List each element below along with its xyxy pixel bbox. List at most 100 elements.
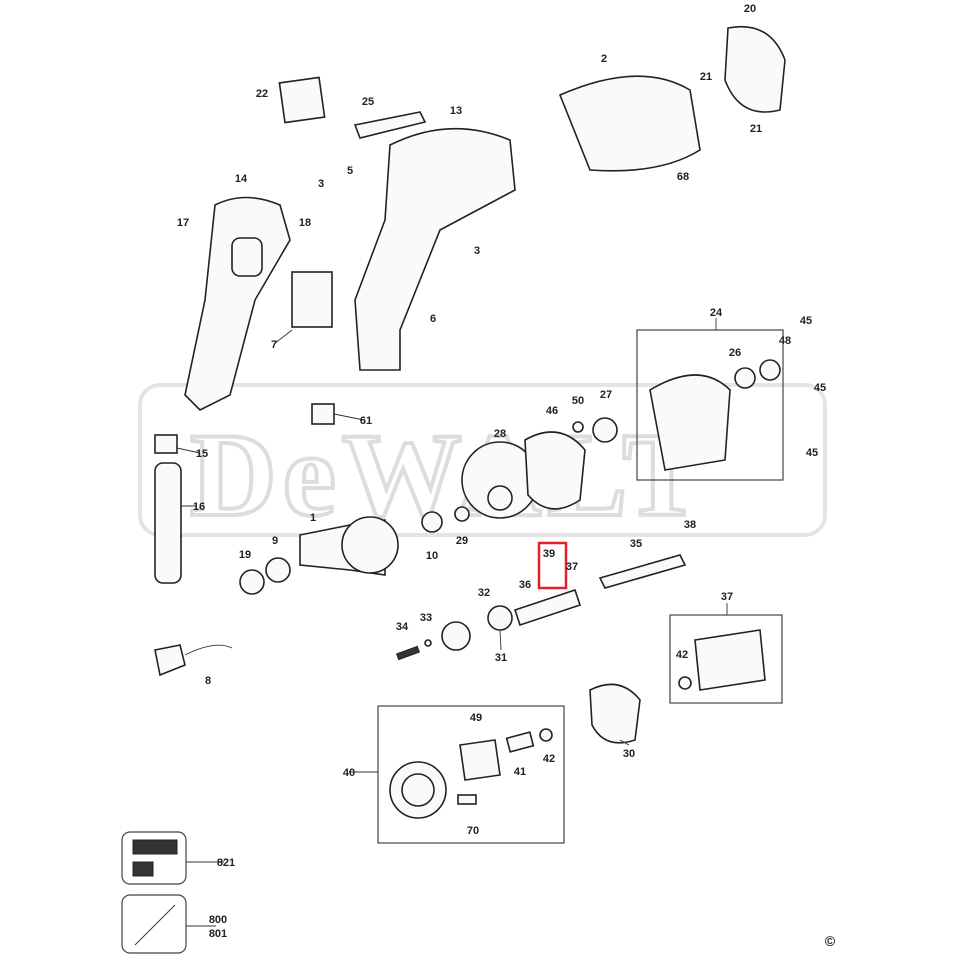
label-plate-block [132,861,154,877]
washer-part-19 [239,569,265,595]
label-32: 32 [478,587,490,599]
label-21: 21 [700,71,712,83]
label-plate-stripes [132,839,178,855]
label-33: 33 [420,612,432,624]
label-10: 10 [426,550,438,562]
label-68: 68 [677,171,689,183]
svg-text:DeWALT: DeWALT [190,408,708,541]
label-38: 38 [684,519,696,531]
clutch-part-31 [441,621,471,651]
label-37: 37 [566,561,578,573]
label-26: 26 [729,347,741,359]
part-15 [154,434,178,454]
label-7: 7 [271,339,277,351]
label-18: 18 [299,217,311,229]
stator-part-2 [558,75,701,172]
label-3: 3 [474,245,480,257]
housing-part-13 [354,127,516,371]
part-50 [572,421,584,433]
label-37: 37 [721,591,733,603]
label-45: 45 [806,447,818,459]
part-49 [459,739,501,781]
label-9: 9 [272,535,278,547]
label-15: 15 [196,448,208,460]
label-6: 6 [430,313,436,325]
shaft-part-35 [598,554,687,589]
cord-icon [134,904,176,946]
group-box-24 [636,329,784,481]
label-801: 801 [209,928,227,940]
bearing-part-26 [734,367,756,389]
label-35: 35 [630,538,642,550]
label-800: 800 [209,914,227,926]
label-24: 24 [710,307,723,319]
clip-part-25 [353,111,427,139]
label-42: 42 [543,753,555,765]
part-labels: 20 21 21 2 22 25 13 68 14 17 3 5 18 3 6 … [177,3,836,949]
label-45: 45 [800,315,812,327]
group-box-40 [377,705,565,844]
spring-part-34 [395,645,421,661]
seal-part-46 [524,431,586,510]
label-3: 3 [318,178,324,190]
label-20: 20 [744,3,756,15]
brush-part-8 [154,644,186,677]
label-13: 13 [450,105,462,117]
label-46: 46 [546,405,558,417]
part-61 [311,403,335,425]
cord-box [121,894,187,954]
label-14: 14 [235,173,248,185]
label-16: 16 [193,501,205,513]
label-30: 30 [623,748,635,760]
label-22: 22 [256,88,268,100]
label-2: 2 [601,53,607,65]
leader-lines [176,318,728,927]
label-plate-box [121,831,187,885]
label-48: 48 [779,335,791,347]
washer-part-29 [454,506,470,522]
label-41: 41 [514,766,526,778]
gearcase-part-24 [649,374,731,471]
label-part-22 [278,76,326,124]
ring-part-42b [539,728,553,742]
ring-part-42 [678,676,692,690]
spindle-part-36 [513,588,582,627]
label-36: 36 [519,579,531,591]
ball-part-33 [424,639,432,647]
label-28: 28 [494,428,506,440]
gear-part-27 [592,417,618,443]
highlight-box-part-39 [537,541,568,590]
label-821: 821 [217,857,235,869]
label-39: 39 [543,548,555,560]
label-40: 40 [343,767,355,779]
gear-part-32 [487,605,513,631]
label-50: 50 [572,395,584,407]
label-29: 29 [456,535,468,547]
switch-part-7 [291,271,333,328]
handle-part-14 [184,196,291,411]
nosecone-part-37 [694,629,766,691]
label-17: 17 [177,217,189,229]
part-41 [505,731,535,753]
parts [154,26,786,819]
label-70: 70 [467,825,479,837]
label-1: 1 [310,512,316,524]
copyright-mark: © [825,933,836,949]
label-21: 21 [750,123,762,135]
brush-holder-part-20 [724,26,786,113]
label-49: 49 [470,712,482,724]
label-8: 8 [205,675,211,687]
label-19: 19 [239,549,251,561]
handle-grille [231,237,263,277]
label-27: 27 [600,389,612,401]
bearing-part-10 [421,511,443,533]
label-31: 31 [495,652,507,664]
part-16 [154,462,182,584]
label-42: 42 [676,649,688,661]
collar-part-30 [589,683,641,744]
label-5: 5 [347,165,353,177]
plate-hub [487,485,513,511]
part-70 [457,794,477,805]
